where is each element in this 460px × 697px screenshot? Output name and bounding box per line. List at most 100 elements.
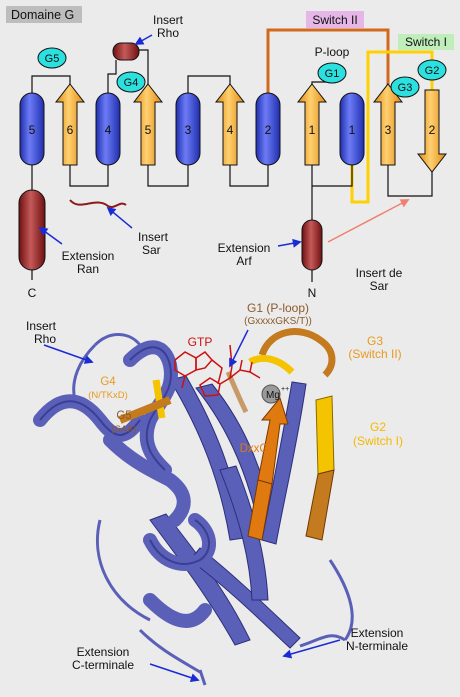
g2-tag: G2 [417, 59, 447, 81]
helix-4-label: 4 [105, 123, 112, 137]
insert-de-sar-label-1: Insert de [356, 266, 403, 280]
g4-structure-label-2: (N/TKxD) [88, 390, 128, 401]
insert-sar-loop [69, 199, 127, 208]
mg-ion: Mg ++ [261, 384, 289, 404]
gtp-label: GTP [188, 335, 213, 349]
g3-tag: G3 [390, 76, 420, 98]
g2-structure-label-1: G2 [370, 420, 386, 434]
helix-2-label: 2 [265, 123, 272, 137]
g2-structure-label-2: (Switch I) [353, 434, 403, 448]
insert-rho-label-2: Rho [157, 26, 179, 40]
g5-tag: G5 [37, 47, 67, 69]
helix-1-label: 1 [349, 123, 356, 137]
insert-de-sar-arrow [327, 199, 410, 243]
ribbon-structure: Mg ++ Insert Rho G1 (P-loop) (GxxxxGKS/T… [26, 301, 408, 686]
g5-segment [118, 396, 172, 424]
ribbon-coils [72, 333, 354, 674]
g2-tag-label: G2 [425, 65, 440, 77]
g1-tag: G1 [317, 62, 347, 84]
ext-c-terminal-arrow [149, 663, 200, 682]
switch2-ribbon [258, 328, 336, 378]
strand-5: 5 [132, 83, 164, 166]
insert-sar-label-2: Sar [142, 243, 161, 257]
c-terminus-label: C [28, 286, 37, 300]
strand-3: 3 [372, 83, 404, 166]
dxxg-strand [257, 396, 289, 485]
g3-structure-label-1: G3 [367, 334, 383, 348]
strand-1-label: 1 [309, 123, 316, 137]
ploop-label: P-loop [315, 45, 350, 59]
helix-1: 1 [339, 92, 365, 166]
title: Domaine G [11, 8, 74, 22]
extension-ran-label-2: Ran [77, 262, 99, 276]
helix-3: 3 [175, 92, 201, 166]
switch2-label-bg [306, 11, 364, 28]
g4-tag: G4 [116, 71, 146, 93]
insert-rho-structure-label-2: Rho [34, 332, 56, 346]
g4-segment [152, 379, 166, 419]
g3-structure-label-2: (Switch II) [348, 347, 401, 361]
insert-rho-cylinder [112, 42, 140, 61]
connector-lines [31, 49, 433, 282]
g5-tag-label: G5 [45, 53, 60, 65]
helix-5: 5 [19, 92, 45, 166]
helix-5-label: 5 [29, 123, 36, 137]
insert-de-sar-label-2: Sar [370, 279, 389, 293]
switch2-loop [266, 28, 390, 93]
n-terminus-label: N [308, 286, 317, 300]
ext-n-terminal-label-1: Extension [351, 626, 404, 640]
strand-5-label: 5 [145, 123, 152, 137]
switch2-label: Switch II [312, 13, 357, 27]
insert-rho-structure-arrow [43, 344, 94, 364]
strand-1: 1 [296, 83, 328, 166]
helix-2: 2 [255, 92, 281, 166]
strand-6-label: 6 [67, 123, 74, 137]
switch1-ribbon-loop [248, 354, 295, 375]
switch1-label-bg [398, 34, 454, 50]
strand-2-label: 2 [429, 123, 436, 137]
g1-tag-label: G1 [325, 68, 340, 80]
extension-arf-label-1: Extension [218, 241, 271, 255]
helix-3-label: 3 [185, 123, 192, 137]
ribbon-helix-edges [39, 346, 210, 565]
extension-arf-cylinder [301, 219, 323, 271]
mg-superscript: ++ [281, 386, 289, 393]
extension-ran-arrow [38, 226, 63, 245]
ext-c-terminal-label-2: C-terminale [72, 658, 134, 672]
insert-sar-arrow [106, 206, 133, 229]
mg-label: Mg [266, 390, 280, 401]
g2-strand [315, 395, 335, 475]
strand-3-label: 3 [385, 123, 392, 137]
g5-structure-label-1: G5 [116, 410, 131, 422]
strand-2: 2 [416, 89, 448, 173]
extension-ran-label-1: Extension [62, 249, 115, 263]
dxxg-label: DxxG [240, 443, 269, 455]
extension-ran-cylinder [18, 189, 46, 271]
extension-arf-label-2: Arf [236, 254, 252, 268]
c-terminal-tail [198, 669, 207, 686]
ext-n-terminal-arrow [282, 639, 341, 659]
g5-structure-label-2: (SAK) [111, 424, 136, 435]
g1-structure-label-2: (GxxxxGKS/T)) [244, 316, 312, 327]
switch1-label: Switch I [405, 35, 447, 49]
g1-structure-label-1: G1 (P-loop) [247, 301, 309, 315]
strand-4-label: 4 [227, 123, 234, 137]
gtp-molecule [174, 344, 261, 397]
insert-rho-arrow [134, 34, 153, 45]
strand-4: 4 [214, 83, 246, 166]
g4-tag-label: G4 [124, 77, 139, 89]
dxxg-strand-lower [247, 479, 273, 541]
insert-rho-label-1: Insert [153, 13, 184, 27]
strand-6: 6 [54, 83, 86, 166]
topology-panel: Domaine G Switch II Switch I P-loop [6, 6, 454, 300]
insert-rho-structure-label-1: Insert [26, 319, 57, 333]
extension-arf-arrow [277, 238, 302, 248]
g3-tag-label: G3 [398, 82, 413, 94]
insert-sar-label-1: Insert [138, 230, 169, 244]
title-background [6, 6, 82, 23]
g2-strand-lower [305, 469, 335, 541]
ext-c-terminal-label-1: Extension [77, 645, 130, 659]
g1-structure-arrow [229, 329, 249, 368]
ext-n-terminal-label-2: N-terminale [346, 639, 408, 653]
